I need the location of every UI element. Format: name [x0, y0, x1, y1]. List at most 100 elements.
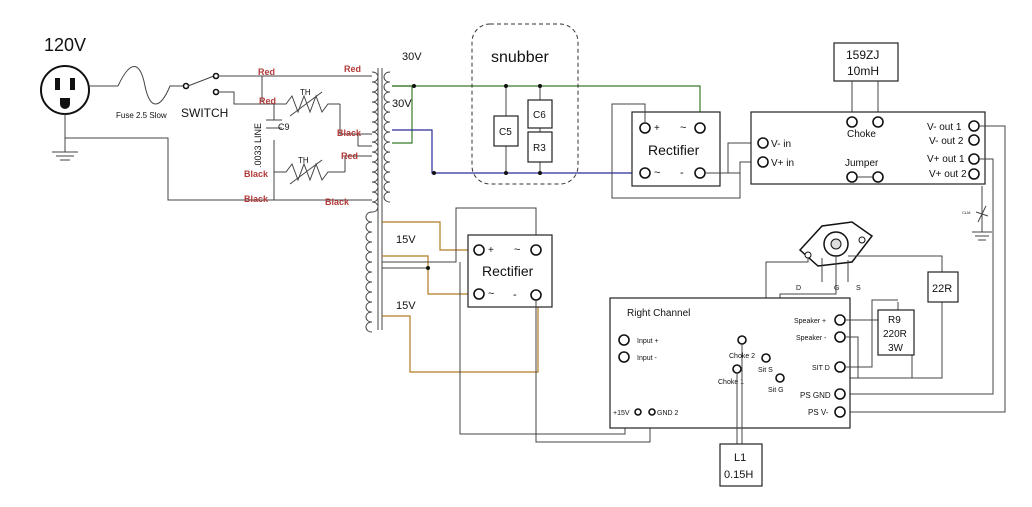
resistor-22r	[927, 271, 959, 303]
sit-g-terminal	[775, 373, 785, 383]
ground-clm-mark	[975, 205, 989, 223]
sec-30v-label: 30V	[392, 98, 412, 110]
rectifier-1-plus-label: +	[654, 123, 660, 134]
rectifier-1-ac1-terminal	[694, 122, 706, 134]
wire-label-red-4: Red	[341, 151, 358, 161]
wire-30v-green-loop	[392, 85, 413, 144]
inductor-l1	[719, 443, 763, 487]
rectifier-1-minus-terminal	[694, 167, 706, 179]
capacitor-c9-symbol	[266, 119, 282, 129]
wire-c9	[262, 103, 275, 200]
switch-label: SWITCH	[181, 106, 228, 120]
node-30v-ac2	[432, 171, 436, 175]
gnd2-label: GND 2	[657, 410, 679, 417]
transistor-to3-icon	[798, 221, 874, 267]
l1-value: 0.15H	[724, 469, 753, 481]
wire-30v-ac1	[392, 85, 701, 120]
wire-choke-l1	[736, 344, 743, 444]
input-minus-terminal	[618, 351, 630, 363]
sit-s-terminal	[761, 353, 771, 363]
rectifier-2-minus-label: -	[513, 289, 517, 301]
speaker-plus-terminal	[834, 314, 846, 326]
psu-vminus-in-label: V- in	[771, 139, 791, 150]
sec-15v-bottom-label: 15V	[396, 300, 416, 312]
transistor-g-label: G	[834, 285, 839, 292]
psu-choke-terminal-2	[872, 116, 884, 128]
fuse-symbol	[117, 66, 183, 105]
wire-vplus-out-to-ps-gnd	[834, 158, 994, 395]
psu-vplus-in-label: V+ in	[771, 158, 794, 169]
wire-label-black-4: Black	[325, 197, 350, 207]
rectifier-2-plus-terminal	[473, 244, 485, 256]
ground-symbol-psu	[972, 186, 992, 241]
fuse-label: Fuse 2.5 Slow	[116, 111, 167, 120]
plus15v-label: +15V	[613, 410, 630, 417]
psu-choke-terminal-1	[846, 116, 858, 128]
rectifier-2-plus-label: +	[488, 245, 494, 256]
input-minus-label: Input -	[637, 355, 658, 362]
ps-gnd-terminal	[834, 388, 846, 400]
psu-vminus-in-terminal	[757, 137, 769, 149]
rectifier-2-title: Rectifier	[482, 263, 534, 279]
thermistor-bottom-symbol	[274, 162, 345, 182]
rectifier-1-ac2-terminal	[639, 167, 651, 179]
wire-vminus-out-to-ps-vminus	[834, 125, 1006, 413]
wire-15v-ac	[382, 207, 537, 269]
th-bottom-label: TH	[298, 156, 309, 165]
psu-vplus-out2-label: V+ out 2	[929, 169, 967, 180]
wire-15v-return	[382, 300, 539, 373]
rectifier-1-title: Rectifier	[648, 142, 700, 158]
rectifier-2-ac2-terminal	[473, 288, 485, 300]
c5-label: C5	[499, 127, 512, 138]
psu-vminus-out1-label: V- out 1	[927, 122, 962, 133]
choke2-terminal	[737, 335, 747, 345]
psu-jumper-label: Jumper	[845, 158, 879, 169]
psu-board	[750, 111, 986, 185]
c9-rating-label: .0033 LINE	[253, 123, 263, 168]
thermistor-top-symbol	[274, 94, 340, 114]
transistor-d-label: D	[796, 285, 801, 292]
node-15v-ct	[426, 266, 430, 270]
capacitor-c6	[527, 99, 553, 129]
snubber-wires	[505, 86, 541, 173]
sec-15v-top-label: 15V	[396, 234, 416, 246]
node-snubber-bot-1	[504, 171, 508, 175]
node-snubber-top-2	[538, 84, 542, 88]
switch-lever	[187, 75, 215, 87]
wire-sit-d-r9	[845, 299, 898, 368]
input-plus-label: Input +	[637, 338, 659, 345]
mains-outlet-icon	[40, 65, 90, 115]
rectifier-1-ac1-label: ~	[680, 122, 686, 134]
rectifier-2-ac2-label: ~	[488, 288, 494, 300]
r9-value: 220R	[883, 329, 907, 340]
psu-vplus-out2-terminal	[968, 168, 980, 180]
choke-159zj	[833, 42, 899, 82]
rectifier-1-ac2-label: ~	[654, 167, 660, 179]
choke1-terminal	[732, 364, 742, 374]
node-snubber-bot-2	[538, 171, 542, 175]
psu-vplus-out1-terminal	[968, 153, 980, 165]
choke-159zj-part: 159ZJ	[846, 48, 879, 62]
r3-label: R3	[533, 143, 546, 154]
choke1-label: Choke 1	[718, 379, 744, 386]
22r-label: 22R	[932, 283, 952, 295]
plus15v-terminal	[634, 408, 642, 416]
rectifier-2-ac1-terminal	[530, 244, 542, 256]
psu-jumper-terminal-1	[846, 171, 858, 183]
thermistor-bottom-arrow	[289, 159, 323, 185]
wire-neutral	[64, 114, 372, 201]
gnd2-terminal	[648, 408, 656, 416]
th-top-label: TH	[300, 88, 311, 97]
wire-label-red-3: Red	[259, 96, 276, 106]
c9-label: C9	[278, 122, 290, 132]
psu-vplus-out1-label: V+ out 1	[927, 154, 965, 165]
transformer-symbol	[365, 68, 391, 333]
sit-d-terminal	[834, 361, 846, 373]
source-voltage-label: 120V	[44, 35, 86, 55]
speaker-plus-label: Speaker +	[794, 318, 826, 325]
wire-label-black-2: Black	[244, 169, 269, 179]
sec-30v-top-label: 30V	[402, 51, 422, 63]
wire-15v-minus	[382, 255, 478, 295]
wire-primary-taps	[339, 104, 372, 172]
